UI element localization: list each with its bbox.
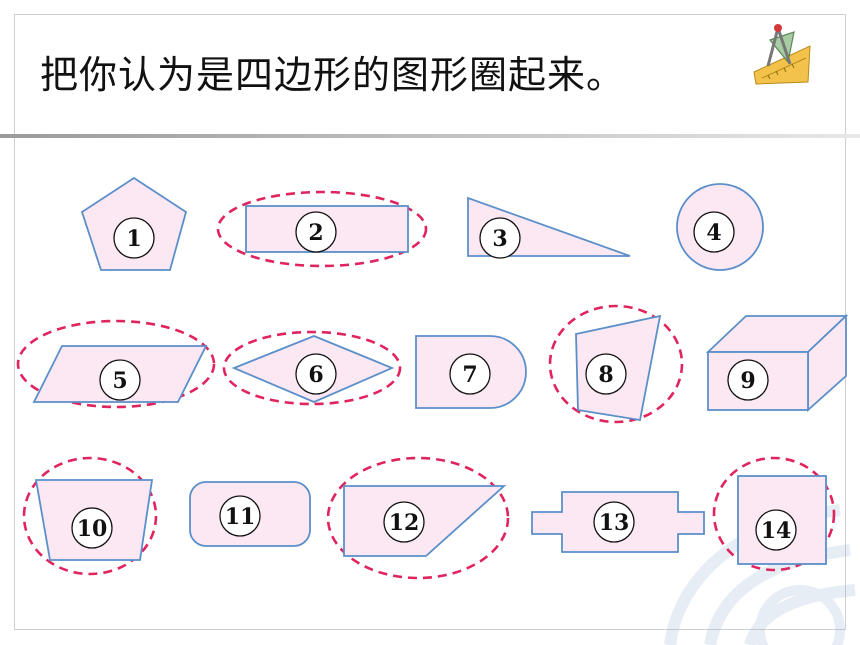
shape-7-rounded-end-rectangle[interactable]: 7	[415, 335, 527, 409]
number-badge	[99, 359, 141, 401]
shape-number: 7	[462, 362, 477, 388]
answer-circle	[712, 456, 836, 572]
shape-2-rectangle[interactable]: 2	[216, 190, 428, 268]
number-badge	[449, 353, 491, 395]
shape-number: 13	[599, 510, 630, 536]
answer-circle	[326, 456, 510, 580]
shape-number: 6	[308, 362, 323, 388]
shape-number: 11	[225, 504, 256, 530]
number-badge	[295, 211, 337, 253]
shape-number: 9	[740, 368, 755, 394]
number-badge	[755, 509, 797, 551]
answer-circle	[16, 319, 216, 409]
answer-circle	[222, 330, 402, 406]
number-badge	[219, 495, 261, 537]
number-badge	[693, 211, 735, 253]
shape-number: 12	[389, 510, 420, 536]
number-badge	[295, 353, 337, 395]
shape-11-rounded-rectangle[interactable]: 11	[189, 481, 311, 547]
answer-circle	[548, 304, 684, 424]
shape-10-trapezoid[interactable]: 10	[22, 456, 158, 576]
shape-9-cuboid[interactable]: 9	[705, 313, 849, 413]
shape-4-circle[interactable]: 4	[676, 183, 764, 271]
number-badge	[113, 217, 155, 259]
number-badge	[71, 507, 113, 549]
shape-number: 3	[492, 226, 507, 252]
number-badge	[383, 501, 425, 543]
shape-number: 1	[126, 226, 141, 252]
answer-circle	[216, 190, 428, 268]
number-badge	[585, 353, 627, 395]
shape-number: 14	[761, 518, 792, 544]
shape-number: 8	[598, 362, 613, 388]
shape-number: 2	[308, 220, 323, 246]
shape-3-right-triangle[interactable]: 3	[467, 196, 631, 259]
shape-6-rhombus[interactable]: 6	[222, 330, 402, 406]
shape-8-irregular-quadrilateral[interactable]: 8	[548, 304, 684, 424]
shape-5-parallelogram[interactable]: 5	[16, 319, 216, 409]
shape-13-cross-shape[interactable]: 13	[531, 491, 705, 553]
compass-ruler-triangle-icon	[753, 24, 811, 85]
number-badge	[727, 359, 769, 401]
shape-14-square[interactable]: 14	[712, 456, 836, 572]
shape-1-pentagon[interactable]: 1	[80, 176, 188, 271]
shape-number: 10	[77, 516, 108, 542]
number-badge	[593, 501, 635, 543]
shape-12-right-trapezoid[interactable]: 12	[326, 456, 510, 580]
slide-title: 把你认为是四边形的图形圈起来。	[40, 53, 626, 97]
answer-circle	[22, 456, 158, 576]
number-badge	[479, 217, 521, 259]
shape-number: 5	[112, 368, 127, 394]
title-divider	[0, 134, 860, 138]
shape-number: 4	[706, 220, 721, 246]
